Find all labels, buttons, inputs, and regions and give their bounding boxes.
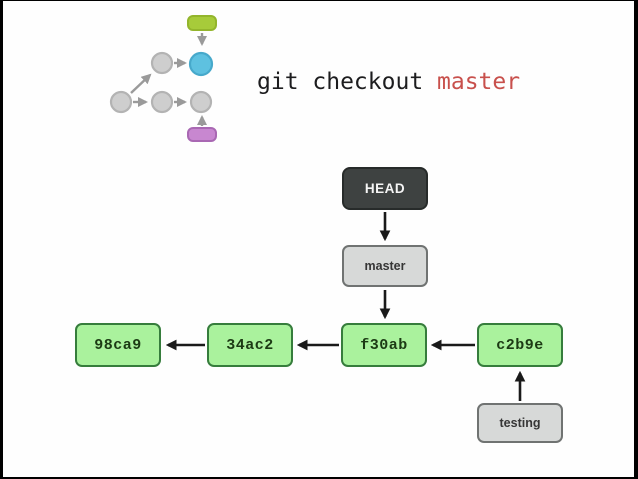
gray-commit-icon [109, 90, 133, 114]
branch-node-master: master [342, 245, 428, 287]
gray-commit-icon [150, 51, 174, 75]
slide-background [3, 1, 634, 477]
head-pointer-node: HEAD [342, 167, 428, 210]
git-command-text: git checkout master [257, 69, 520, 95]
gray-commit-icon [150, 90, 174, 114]
diagram-edges [165, 212, 526, 401]
commit-node-c2b9e: c2b9e [477, 323, 563, 367]
commit-node-34ac2: 34ac2 [207, 323, 293, 367]
purple-branch-label-icon [187, 127, 217, 142]
git-branch-graph-icon [109, 15, 217, 142]
commit-node-f30ab: f30ab [341, 323, 427, 367]
commit-node-98ca9: 98ca9 [75, 323, 161, 367]
git-command-prefix: git checkout [257, 69, 438, 95]
gray-commit-icon [189, 90, 213, 114]
green-branch-label-icon [187, 15, 217, 31]
git-command-argument: master [437, 69, 521, 95]
blue-commit-icon [188, 51, 214, 77]
branch-node-testing: testing [477, 403, 563, 443]
